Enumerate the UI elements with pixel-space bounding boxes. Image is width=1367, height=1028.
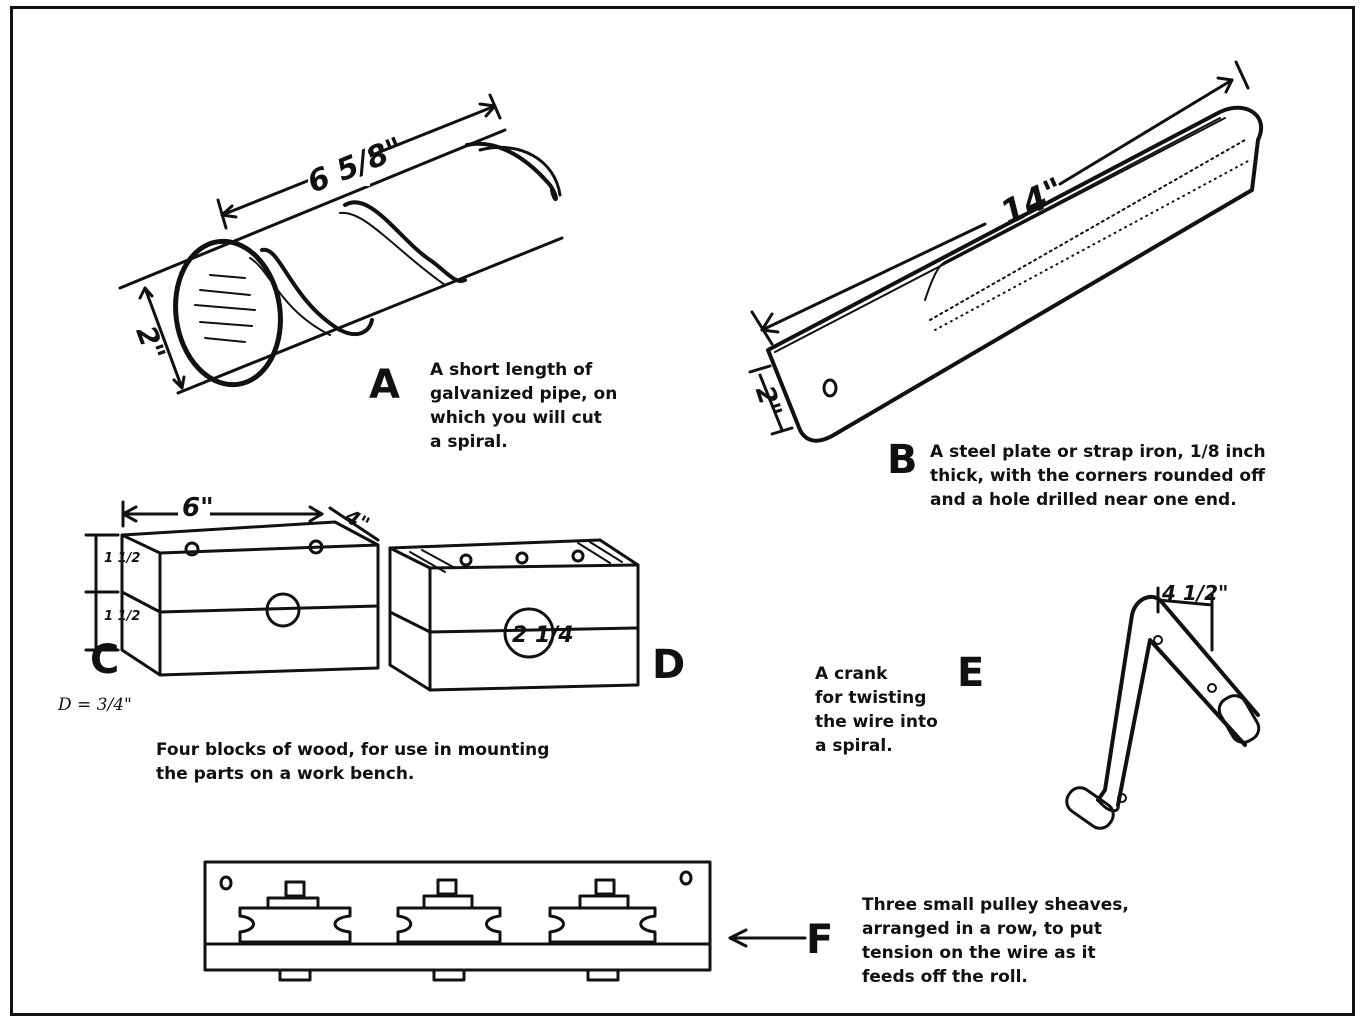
plate-drawing-b bbox=[748, 60, 1264, 443]
label-b: B bbox=[887, 437, 918, 483]
caption-f: Three small pulley sheaves, arranged in … bbox=[862, 895, 1129, 987]
block-drawing-d bbox=[388, 538, 640, 692]
label-a: A bbox=[369, 362, 400, 408]
label-f: F bbox=[806, 917, 834, 963]
figure-frame bbox=[10, 6, 1355, 1016]
caption-blocks: Four blocks of wood, for use in mounting… bbox=[156, 740, 550, 784]
dimension-label-b-length: 14" bbox=[995, 170, 1071, 234]
pulley-sheave-1 bbox=[238, 880, 352, 982]
label-d: D bbox=[652, 642, 686, 688]
pulley-drawing-f bbox=[203, 860, 807, 982]
dimension-label-c-depth: 4" bbox=[340, 503, 374, 536]
crank-drawing-e bbox=[1065, 586, 1261, 830]
label-e: E bbox=[957, 650, 985, 696]
dimension-label-c-width: 6" bbox=[182, 493, 214, 523]
caption-e: A crank for twisting the wire into a spi… bbox=[815, 664, 938, 756]
caption-b: A steel plate or strap iron, 1/8 inch th… bbox=[930, 442, 1266, 510]
block-drawing-c bbox=[84, 500, 380, 677]
pipe-drawing-a bbox=[118, 93, 564, 395]
dimension-label-a-diameter: 2" bbox=[129, 321, 172, 364]
dimension-label-e-offset: 4 1/2" bbox=[1161, 581, 1228, 605]
hole-label-d: 2 1/4 bbox=[512, 623, 574, 648]
dimension-label-c-height-top: 1 1/2 bbox=[104, 551, 140, 566]
hole-diameter-note: D = 3/4" bbox=[58, 695, 132, 715]
pulley-sheave-3 bbox=[548, 878, 657, 982]
pulley-sheave-2 bbox=[396, 878, 502, 982]
caption-a: A short length of galvanized pipe, on wh… bbox=[430, 360, 618, 452]
label-c: C bbox=[90, 637, 120, 683]
dimension-label-c-height-bottom: 1 1/2 bbox=[104, 609, 140, 624]
